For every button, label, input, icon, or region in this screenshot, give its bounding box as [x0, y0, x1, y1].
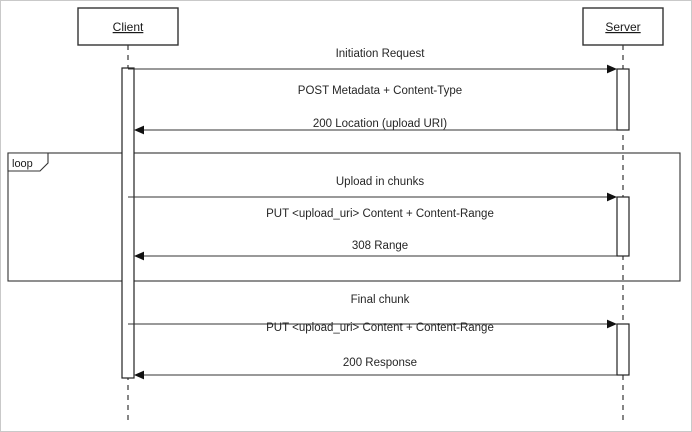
- message-label-308-range: 308 Range: [352, 240, 408, 252]
- participant-client[interactable]: Client: [77, 7, 179, 46]
- arrowhead-left-icon: [134, 251, 144, 261]
- participant-label-client: Client: [113, 20, 144, 34]
- arrowhead-right-icon: [607, 319, 617, 329]
- activation-bar-server-2: [616, 196, 630, 257]
- participant-server[interactable]: Server: [582, 7, 664, 46]
- arrowhead-right-icon: [607, 192, 617, 202]
- message-initiation-request[interactable]: Initiation Request POST Metadata + Conte…: [128, 48, 617, 97]
- loop-fragment-label: loop: [12, 158, 33, 170]
- message-sublabel-put-final-chunk: PUT <upload_uri> Content + Content-Range: [266, 322, 494, 334]
- message-sublabel-post-metadata: POST Metadata + Content-Type: [298, 85, 462, 97]
- message-label-upload-in-chunks: Upload in chunks: [336, 176, 424, 188]
- activation-bar-client: [121, 67, 135, 379]
- message-label-final-chunk: Final chunk: [351, 294, 410, 306]
- message-200-response[interactable]: 200 Response: [134, 357, 617, 380]
- message-308-range[interactable]: 308 Range: [134, 240, 617, 261]
- participant-label-server: Server: [605, 20, 640, 34]
- loop-fragment[interactable]: loop: [7, 152, 681, 282]
- loop-fragment-box: [7, 152, 681, 282]
- loop-fragment-tab: [7, 152, 49, 172]
- activation-bar-server-3: [616, 323, 630, 376]
- message-final-chunk[interactable]: Final chunk PUT <upload_uri> Content + C…: [128, 294, 617, 334]
- arrowhead-right-icon: [607, 64, 617, 74]
- message-200-location[interactable]: 200 Location (upload URI): [134, 118, 617, 135]
- arrowhead-left-icon: [134, 125, 144, 135]
- activation-bar-server-1: [616, 68, 630, 131]
- message-label-200-location: 200 Location (upload URI): [313, 118, 447, 130]
- arrowhead-left-icon: [134, 370, 144, 380]
- message-sublabel-put-chunk: PUT <upload_uri> Content + Content-Range: [266, 208, 494, 220]
- message-label-200-response: 200 Response: [343, 357, 417, 369]
- message-upload-in-chunks[interactable]: Upload in chunks PUT <upload_uri> Conten…: [128, 176, 617, 220]
- participant-box-server: [582, 7, 664, 46]
- participant-box-client: [77, 7, 179, 46]
- message-label-initiation-request: Initiation Request: [336, 48, 426, 60]
